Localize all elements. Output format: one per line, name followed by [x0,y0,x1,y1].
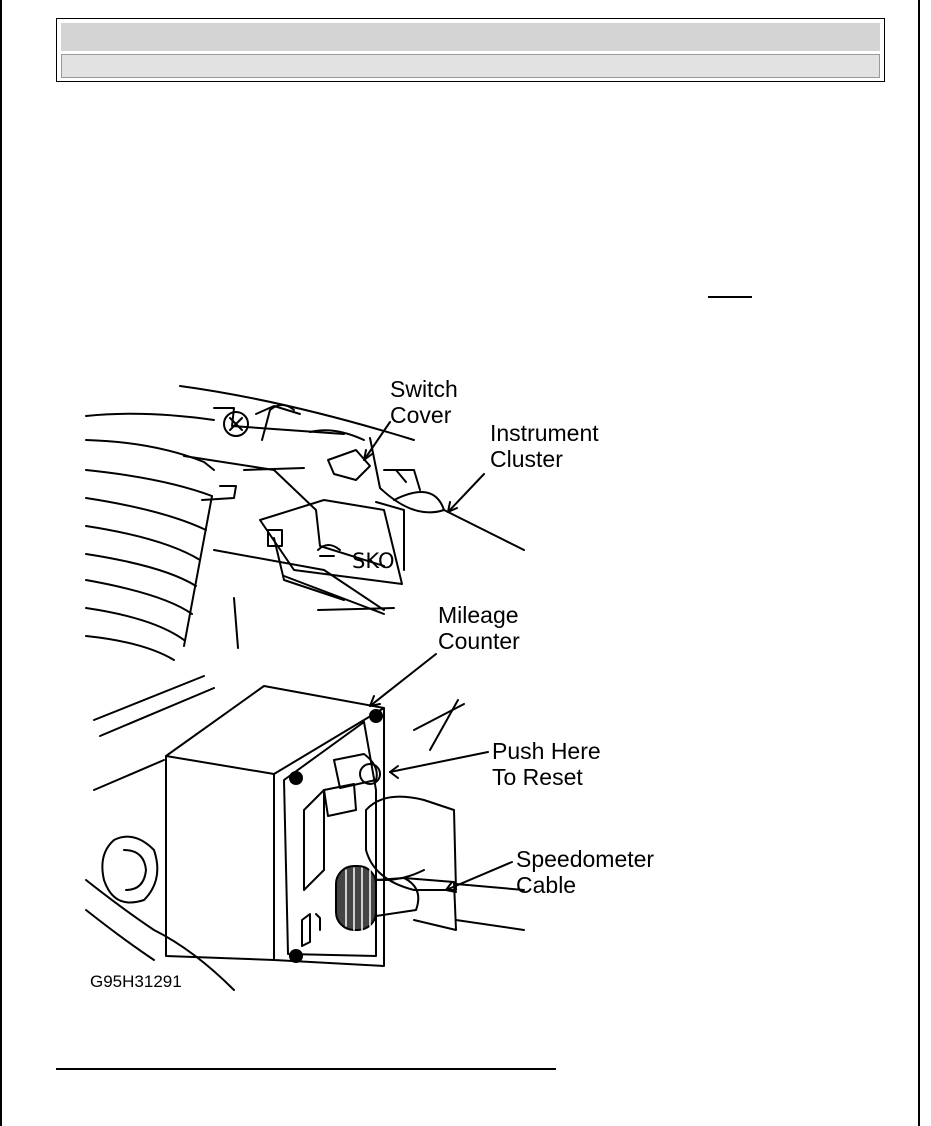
footer-rule [56,1068,556,1070]
illustration-drawing [85,385,525,991]
push-reset-label: Push Here To Reset [492,738,601,790]
note-underline [708,296,752,298]
switch-cover-label: Switch Cover [390,376,458,428]
cable-connector [335,795,525,931]
instrument-cluster-label: Instrument Cluster [490,420,599,472]
header-subtitle-bar [61,54,880,78]
figure-id: G95H31291 [90,972,182,991]
lower-background-lines [85,675,465,991]
leader-lines-lower [369,653,513,893]
cluster-slats [85,412,237,661]
speedometer-cable-label: Speedometer Cable [516,846,655,898]
switch-cover-block [259,449,403,585]
cluster-housing [179,385,525,649]
leader-lines-upper [283,421,485,615]
reset-button [323,753,381,817]
mileage-counter-label: Mileage Counter [438,602,520,654]
counter-housing [165,685,385,967]
switch-marking-label: SKO [352,549,395,573]
mileage-counter-illustration: Switch Cover Instrument Cluster SKO Mile… [84,370,704,1000]
page-border-right [918,0,920,1126]
page-border-left [0,0,2,1126]
header-title-bar [61,23,880,51]
header-box [56,18,885,82]
